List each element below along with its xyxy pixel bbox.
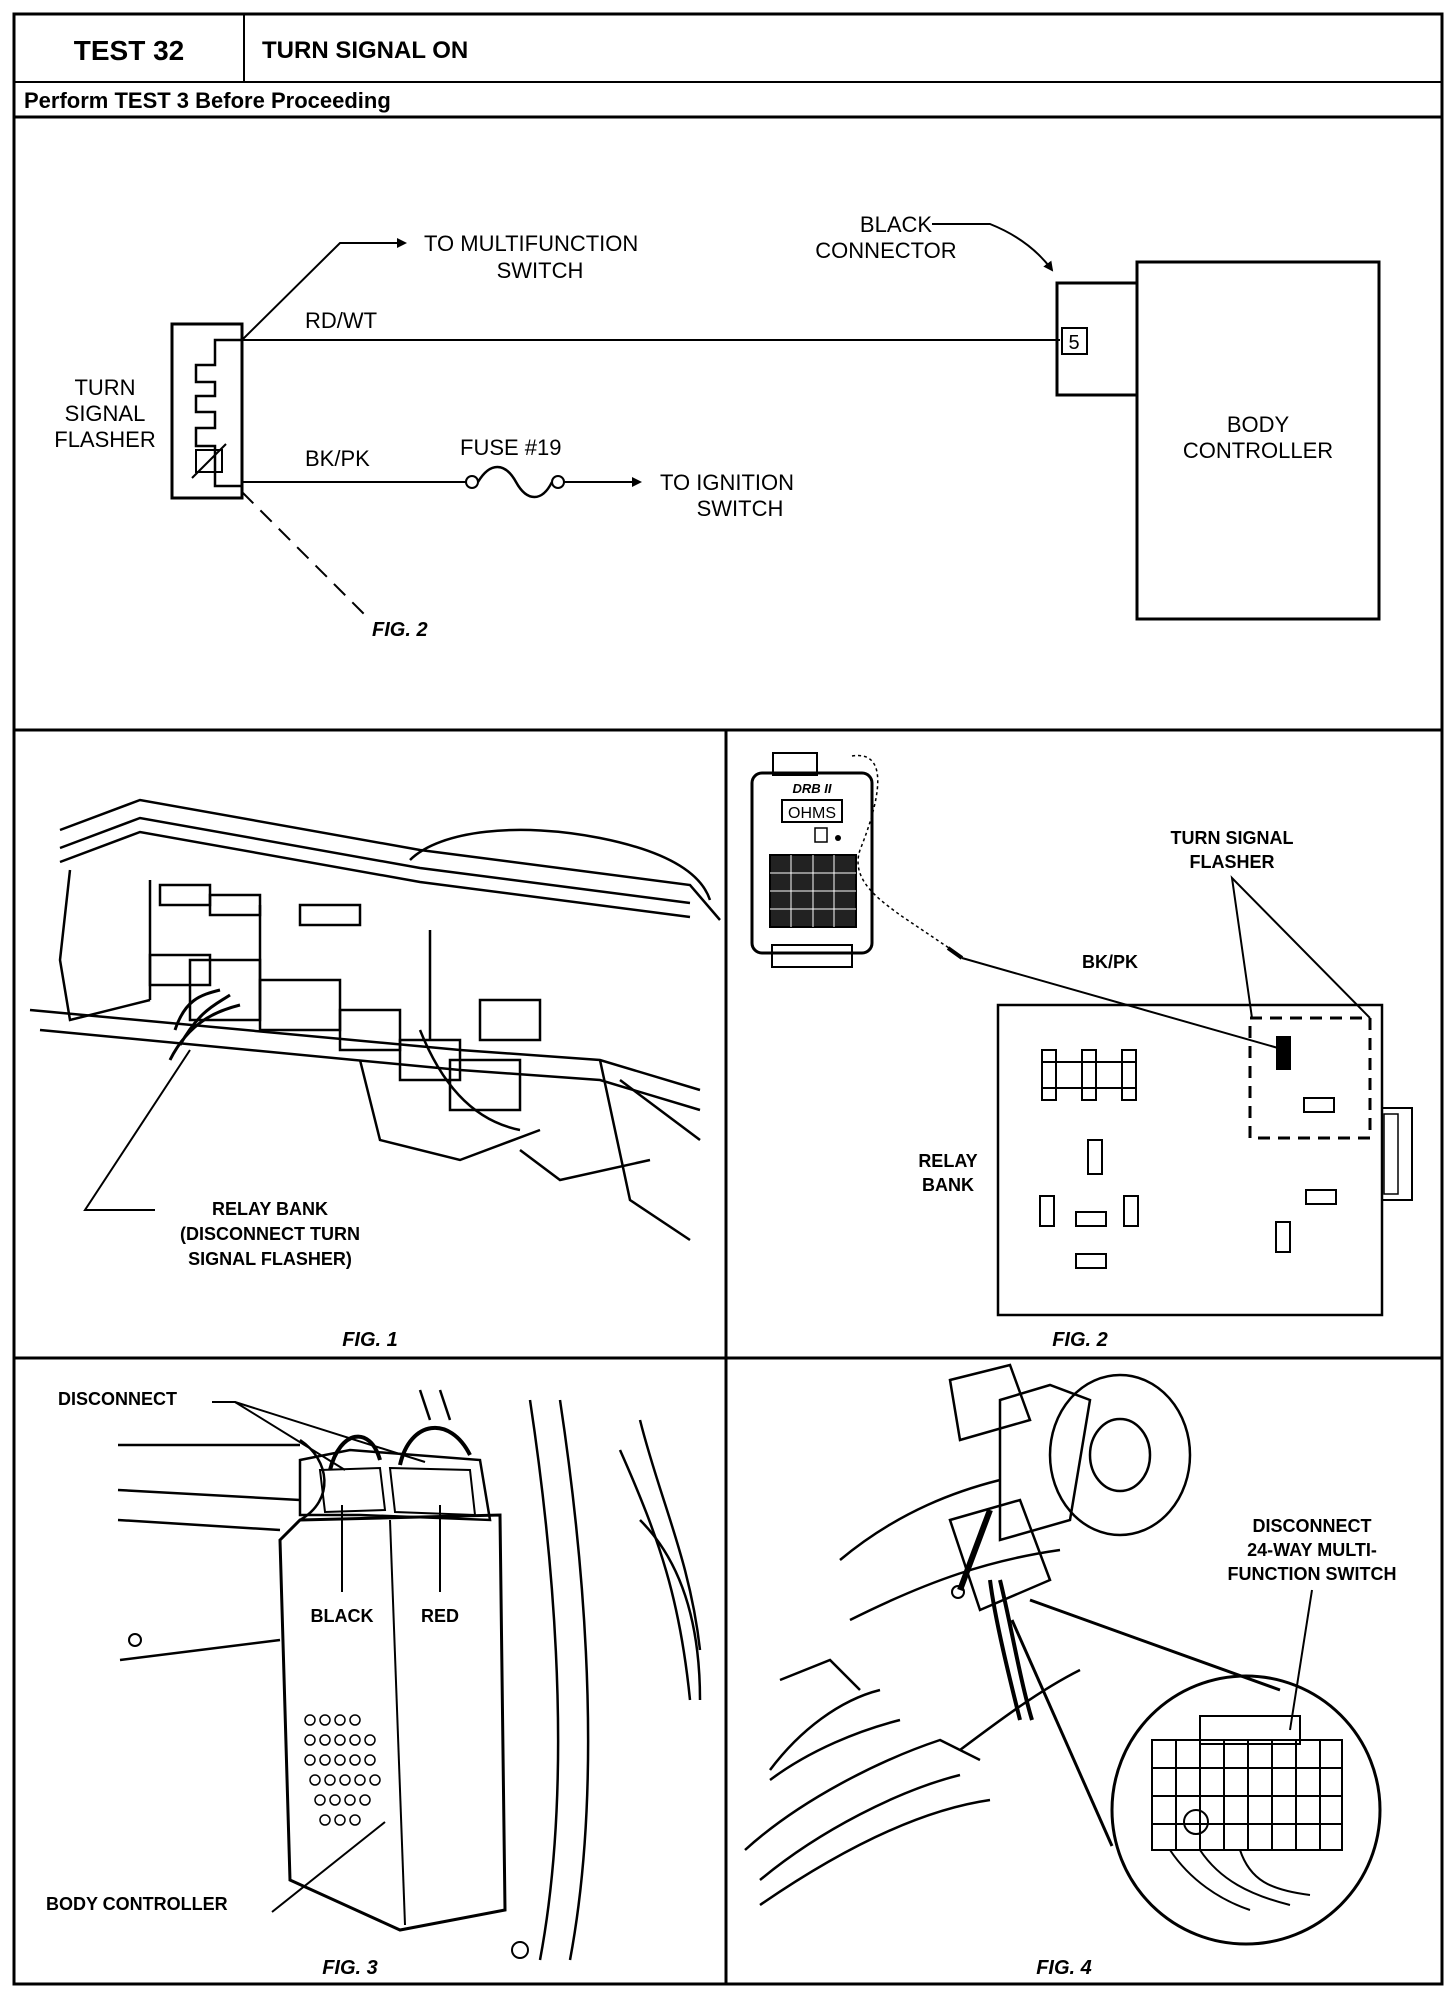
fig4-callout-2: 24-WAY MULTI- <box>1247 1540 1377 1560</box>
fuse-symbol <box>476 465 554 499</box>
fig3-disconnect-leader-2 <box>234 1401 426 1463</box>
fig2-flasher-label-2: FLASHER <box>1190 852 1275 872</box>
fig1-dashboard-illustration <box>29 798 721 1242</box>
fig3-connector-plugs <box>298 1448 492 1522</box>
fig1-caption: FIG. 1 <box>342 1329 398 1351</box>
fig3-screw <box>128 1633 142 1647</box>
fig3-red-connector <box>388 1466 477 1517</box>
fig4-wire-harness <box>988 1579 1034 1721</box>
black-connector-label-2: CONNECTOR <box>815 238 956 263</box>
fig4-caption: FIG. 4 <box>1036 1957 1092 1979</box>
test-number-box <box>13 13 245 83</box>
black-connector-label-1: BLACK <box>860 212 932 237</box>
fig4-inset-leader-top <box>1029 1598 1281 1692</box>
flasher-highlight-area <box>1248 1016 1372 1140</box>
fig3-wire-bundle-right <box>398 1426 472 1466</box>
fig3-red-label: RED <box>421 1606 459 1626</box>
relay-bank-board <box>996 1003 1384 1317</box>
fig3-black-label: BLACK <box>311 1606 374 1626</box>
prerequisite-note: Perform TEST 3 Before Proceeding <box>24 88 391 113</box>
fig2-flasher-label-1: TURN SIGNAL <box>1171 828 1294 848</box>
wire-to-multifunction <box>241 238 407 341</box>
fig4-panel: DISCONNECT 24-WAY MULTI- FUNCTION SWITCH… <box>744 1363 1397 1979</box>
pin-5-label: 5 <box>1068 332 1079 354</box>
fig3-panel: DISCONNECT BLACK RED BODY CONTROLLER FIG… <box>46 1389 702 1979</box>
body-controller-box <box>1135 260 1381 621</box>
fig4-inset-wires <box>1169 1849 1311 1911</box>
fig2-flasher-leader <box>1230 875 1371 1019</box>
fig4-inset-leader-bottom <box>1010 1619 1114 1847</box>
test-title: TURN SIGNAL ON <box>262 37 468 64</box>
body-controller-label-1: BODY <box>1227 412 1290 437</box>
to-multifunction-label-2: SWITCH <box>497 258 584 283</box>
fig2-wire-label: BK/PK <box>1082 952 1138 972</box>
flasher-label-2: SIGNAL <box>65 401 146 426</box>
header: TEST 32 TURN SIGNAL ON Perform TEST 3 Be… <box>13 13 468 113</box>
fig1-callout-2: (DISCONNECT TURN <box>180 1224 360 1244</box>
relay-sockets <box>1039 1049 1337 1269</box>
meter-display <box>781 799 843 823</box>
fig3-body-controller-label: BODY CONTROLLER <box>46 1894 228 1914</box>
fig3-bracket-illustration <box>117 1389 702 1961</box>
fig1-callout-1: RELAY BANK <box>212 1199 328 1219</box>
flasher-symbol <box>170 322 244 500</box>
fig3-body-controller-leader <box>271 1821 386 1913</box>
fig3-caption: FIG. 3 <box>322 1957 378 1979</box>
pin-5-box <box>1061 327 1088 355</box>
fig4-callout-3: FUNCTION SWITCH <box>1228 1564 1397 1584</box>
relay-bank-wire-bundle <box>168 988 241 1061</box>
fig2-reference-line <box>241 491 371 621</box>
meter-probe <box>946 946 964 960</box>
fig2-relay-bank-label-1: RELAY <box>918 1151 977 1171</box>
fig3-disconnect-leader <box>212 1401 346 1471</box>
probe-wire-to-flasher <box>961 957 1279 1049</box>
fig1-panel: RELAY BANK (DISCONNECT TURN SIGNAL FLASH… <box>29 798 721 1351</box>
to-ignition-label-1: TO IGNITION <box>660 470 794 495</box>
fig3-disconnect-label: DISCONNECT <box>58 1389 177 1409</box>
turn-signal-flasher-socket <box>1276 1036 1291 1070</box>
fig2-relay-bank-label-2: BANK <box>922 1175 974 1195</box>
wire-rd-wt-label: RD/WT <box>305 308 377 333</box>
flasher-terminals <box>194 338 242 488</box>
to-ignition-label-2: SWITCH <box>697 496 784 521</box>
fig4-steering-column-illustration <box>744 1363 1192 1907</box>
body-controller-label-2: CONTROLLER <box>1183 438 1333 463</box>
wiring-schematic: TURN SIGNAL FLASHER RD/WT TO MULTIFUNCTI… <box>54 212 1381 641</box>
fig4-connector-inset <box>1110 1674 1382 1946</box>
schematic-fig2-ref: FIG. 2 <box>372 619 428 641</box>
fuse-label: FUSE #19 <box>460 435 562 460</box>
meter-display-text: OHMS <box>788 805 836 822</box>
fig2-panel: DRB II OHMS BK/PK <box>750 752 1413 1351</box>
body-controller-module <box>278 1513 507 1932</box>
fig4-24-way-connector <box>1151 1715 1343 1851</box>
fig4-tool-tip <box>951 1585 965 1599</box>
meter-brand: DRB II <box>793 781 832 796</box>
relay-bank-tab <box>1382 1107 1413 1201</box>
flasher-label-1: TURN <box>74 375 135 400</box>
fig3-mount-bolt <box>511 1941 529 1959</box>
fig3-wire-bundle-left <box>328 1434 382 1471</box>
frame <box>12 12 1444 1986</box>
fig4-callout-1: DISCONNECT <box>1252 1516 1371 1536</box>
fig1-callout-3: SIGNAL FLASHER) <box>188 1249 352 1269</box>
fig1-leader-line <box>83 1049 191 1211</box>
test-number: TEST 32 <box>74 35 184 66</box>
fig4-tool <box>957 1508 993 1592</box>
fig4-callout-leader <box>1289 1589 1313 1731</box>
black-connector-arrow <box>932 223 1054 272</box>
drb-meter: DRB II OHMS <box>750 752 874 968</box>
wire-bk-pk-label: BK/PK <box>305 446 370 471</box>
meter-probe-lead <box>851 754 953 951</box>
fig3-black-connector <box>318 1466 387 1514</box>
fig2-caption: FIG. 2 <box>1052 1329 1108 1351</box>
flasher-label-3: FLASHER <box>54 427 155 452</box>
body-controller-vent-holes <box>304 1714 381 1826</box>
to-multifunction-label-1: TO MULTIFUNCTION <box>424 231 638 256</box>
